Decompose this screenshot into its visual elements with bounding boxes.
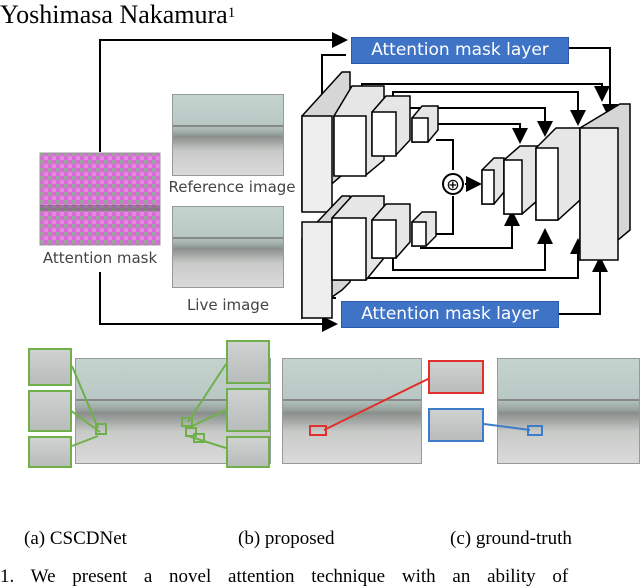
author-line: Yoshimasa Nakamura1 — [0, 0, 235, 32]
attention-mask-layer-bottom: Attention mask layer — [342, 302, 558, 327]
ground-truth-crop — [428, 408, 484, 442]
attention-mask-image — [39, 152, 161, 246]
network-diagram: ⊕ — [39, 32, 631, 332]
top-skip-arrow — [99, 32, 348, 152]
caption-a: (a) CSCDNet — [24, 528, 127, 549]
reference-image-label: Reference image — [168, 178, 296, 196]
proposed-image — [282, 358, 422, 464]
cscdnet-crop-1 — [28, 348, 72, 386]
fusion-node — [442, 173, 464, 195]
live-image-label: Live image — [186, 296, 270, 314]
attention-mask-layer-top: Attention mask layer — [352, 38, 568, 63]
cscdnet-crop-4 — [226, 340, 270, 384]
fusion-symbol: ⊕ — [446, 175, 459, 194]
result-overlays — [69, 363, 543, 449]
bottom-skip-arrow — [99, 272, 338, 332]
reference-image — [172, 94, 284, 176]
caption-c: (c) ground-truth — [450, 528, 572, 549]
cscdnet-crop-5 — [226, 388, 270, 432]
live-image — [172, 206, 284, 288]
attention-mask-label: Attention mask — [42, 249, 158, 267]
author-name: Yoshimasa Nakamura — [0, 0, 228, 29]
cscdnet-crop-3 — [28, 436, 72, 468]
ground-truth-image — [497, 358, 640, 464]
body-paragraph: 1. We present a novel attention techniqu… — [0, 566, 569, 587]
cscdnet-crop-6 — [226, 436, 270, 468]
proposed-crop — [428, 360, 484, 394]
affiliation-mark: 1 — [227, 5, 236, 21]
caption-b: (b) proposed — [238, 528, 335, 549]
cscdnet-crop-2 — [28, 390, 72, 432]
